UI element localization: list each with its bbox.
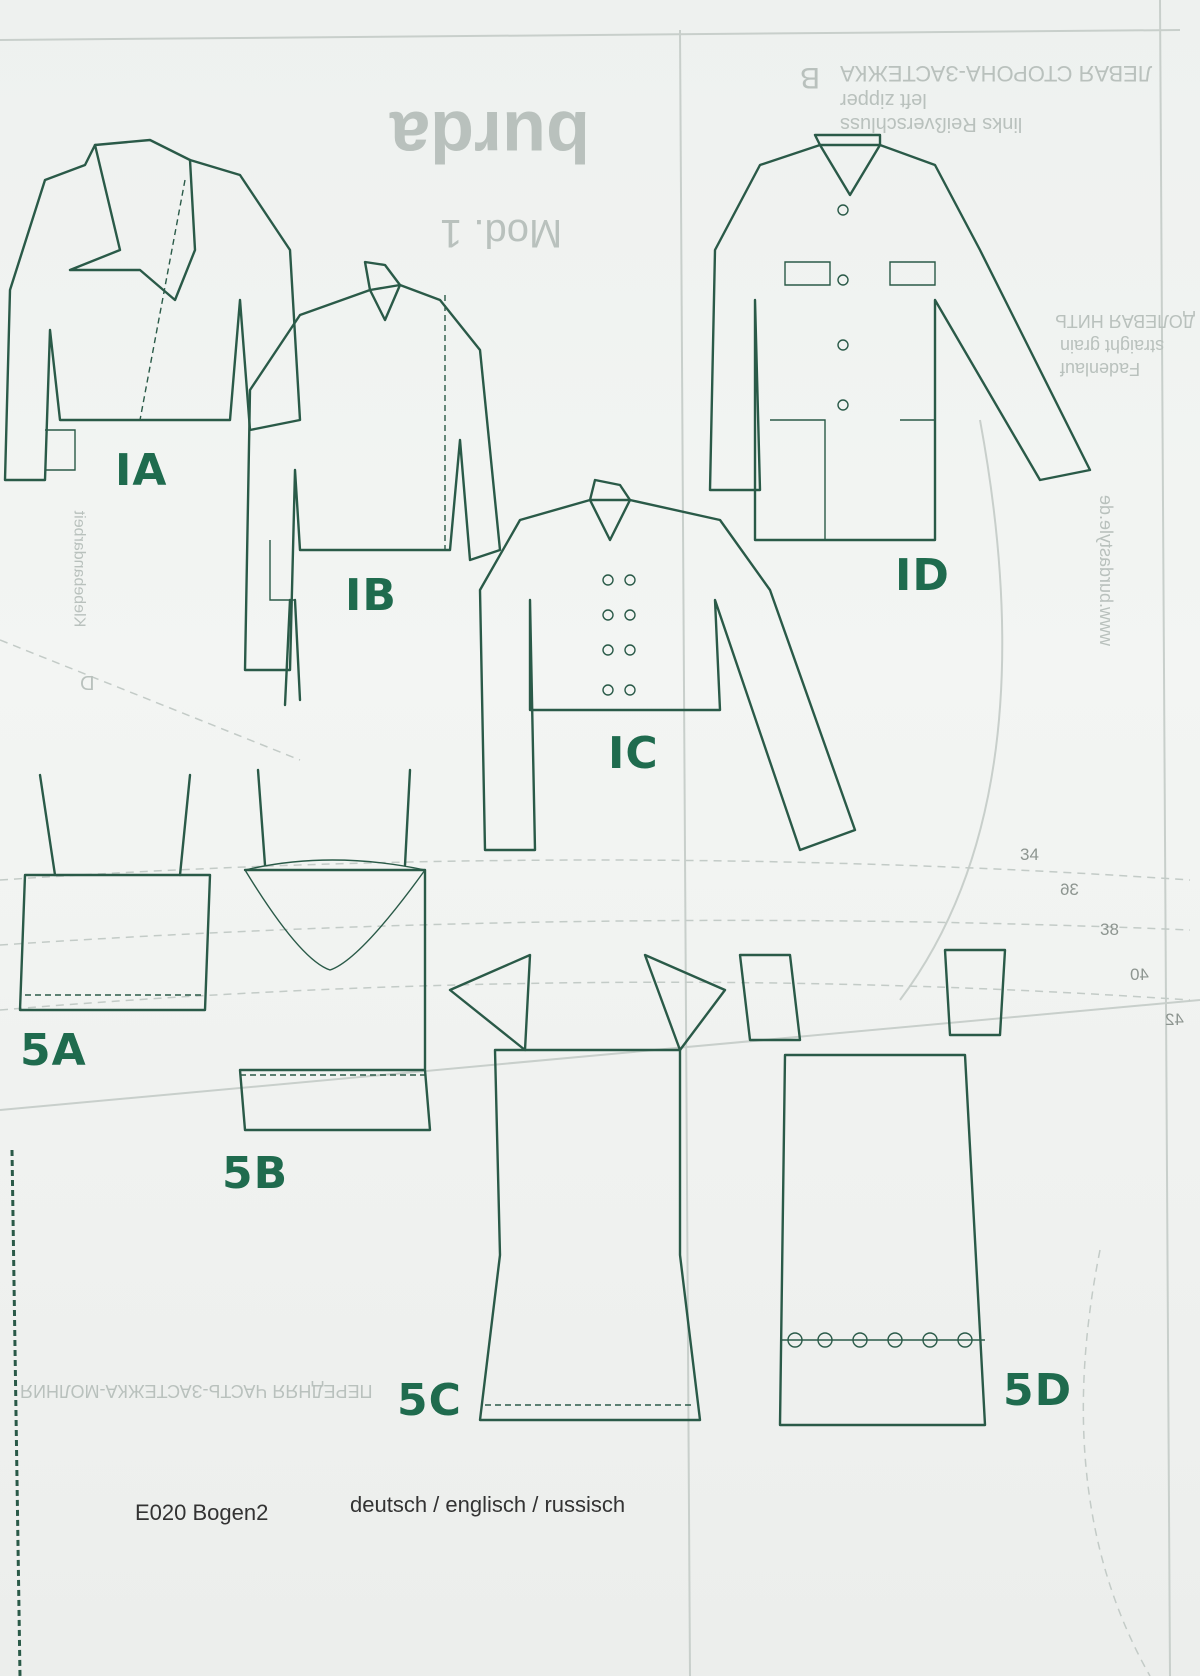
model-label-5C: 5C xyxy=(397,1375,462,1426)
languages: deutsch / englisch / russisch xyxy=(350,1492,626,1517)
model-label-1A: IA xyxy=(115,445,168,496)
drawing-5A xyxy=(18,773,212,1012)
drawing-5C xyxy=(448,953,727,1422)
drawing-5B xyxy=(238,768,432,1132)
model-label-1C: IC xyxy=(608,728,659,779)
drawing-1C xyxy=(478,478,857,852)
size-38: 38 xyxy=(1100,920,1119,939)
drawing-1A xyxy=(3,138,302,482)
drawing-1D xyxy=(708,133,1092,542)
drawing-1B xyxy=(243,260,502,707)
model-label-5D: 5D xyxy=(1003,1365,1073,1416)
model-label-5A: 5A xyxy=(20,1025,87,1076)
size-34: 34 xyxy=(1020,845,1039,864)
sheet-number: E020 Bogen2 xyxy=(135,1500,269,1525)
drawing-5D xyxy=(738,948,1007,1427)
model-label-1D: ID xyxy=(895,550,950,601)
model-label-5B: 5B xyxy=(222,1148,289,1199)
model-label-1B: IB xyxy=(345,570,397,621)
